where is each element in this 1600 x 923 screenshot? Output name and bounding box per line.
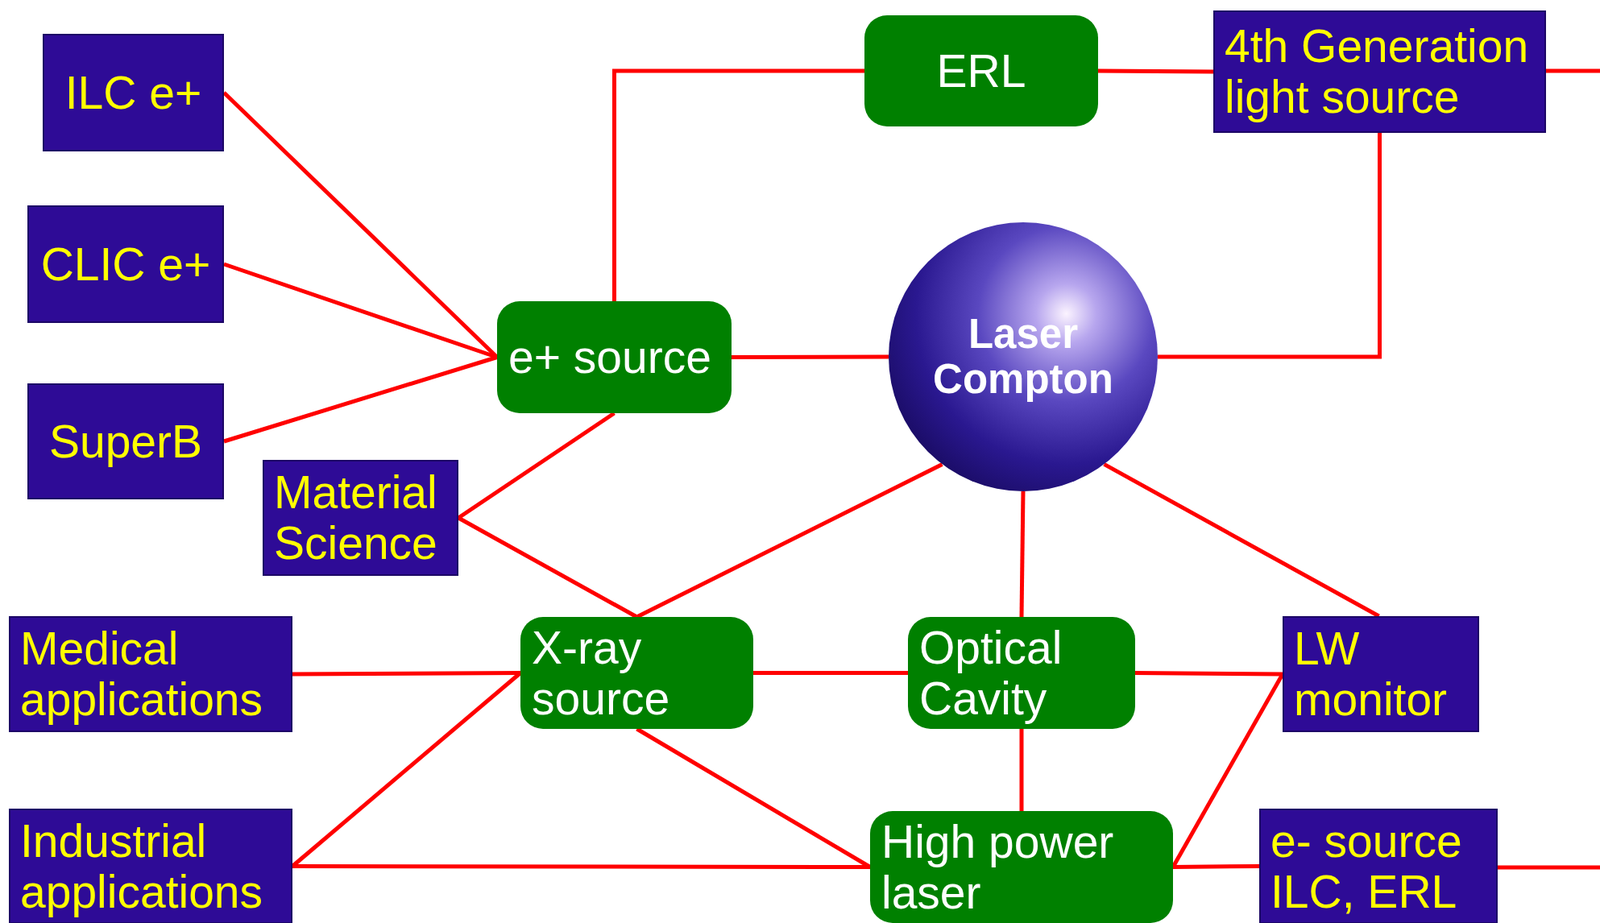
connector-line	[223, 264, 498, 358]
connector-line	[614, 70, 866, 302]
node-text: ILC e+	[65, 67, 203, 119]
text-wrap: e- source ILC, ERL	[1270, 816, 1487, 917]
text-wrap: e+ source	[508, 331, 712, 383]
connector-line	[731, 355, 889, 361]
process-box: Optical Cavity	[907, 617, 1136, 730]
text-wrap: 4th Generation light source	[1224, 20, 1535, 122]
connector-line	[458, 413, 615, 519]
process-box: X-ray source	[520, 617, 754, 730]
node-text: LW monitor	[1293, 623, 1468, 725]
connector-line	[1157, 132, 1381, 357]
label-box: SuperB	[27, 383, 224, 500]
node-text: Industrial applications	[20, 816, 282, 917]
connector-line	[223, 357, 498, 443]
core-sphere: Laser Compton	[888, 222, 1158, 492]
connector-line	[1104, 464, 1380, 617]
connector-line	[292, 673, 521, 867]
label-box: Material Science	[262, 460, 459, 577]
node-text: Laser Compton	[914, 311, 1132, 403]
connector-line	[1135, 673, 1283, 676]
connector-line	[458, 518, 638, 618]
text-wrap: Medical applications	[20, 623, 282, 725]
connector-line	[292, 866, 871, 868]
node-text: SuperB	[49, 416, 203, 468]
label-box: CLIC e+	[27, 205, 224, 324]
connector-line	[1021, 491, 1024, 618]
node-text: 4th Generation light source	[1224, 20, 1535, 122]
exit-line	[1482, 866, 1600, 871]
connector-line	[753, 671, 908, 676]
text-wrap: Optical Cavity	[919, 622, 1124, 724]
text-wrap: CLIC e+	[41, 239, 212, 291]
label-box: Medical applications	[8, 616, 293, 733]
node-text: ERL	[936, 45, 1027, 97]
text-wrap: SuperB	[49, 416, 203, 468]
connector-line	[1019, 729, 1024, 812]
node-text: Medical applications	[20, 623, 282, 725]
node-text: CLIC e+	[41, 239, 212, 291]
label-box: Industrial applications	[8, 808, 293, 923]
text-wrap: LW monitor	[1293, 623, 1468, 725]
connector-line	[637, 729, 871, 868]
connector-line	[1098, 70, 1214, 72]
label-box: 4th Generation light source	[1213, 10, 1547, 133]
text-wrap: Laser Compton	[914, 311, 1132, 403]
label-box: e- source ILC, ERL	[1259, 808, 1498, 923]
text-wrap: Industrial applications	[20, 816, 282, 917]
process-box: ERL	[864, 15, 1099, 127]
text-wrap: ERL	[936, 45, 1027, 97]
node-text: e- source ILC, ERL	[1270, 816, 1487, 917]
node-text: Material Science	[273, 467, 448, 568]
connector-line	[637, 464, 943, 618]
label-box: ILC e+	[42, 33, 224, 152]
process-box: e+ source	[497, 301, 732, 414]
text-wrap: X-ray source	[531, 622, 742, 724]
node-text: High power laser	[881, 816, 1162, 918]
text-wrap: High power laser	[881, 816, 1162, 918]
node-text: Optical Cavity	[919, 622, 1124, 724]
node-text: e+ source	[508, 331, 712, 383]
connector-line	[292, 673, 521, 676]
process-box: High power laser	[870, 811, 1174, 923]
label-box: LW monitor	[1282, 616, 1480, 733]
node-text: X-ray source	[531, 622, 742, 724]
text-wrap: ILC e+	[65, 67, 203, 119]
connector-line	[1173, 866, 1260, 868]
text-wrap: Material Science	[273, 467, 448, 568]
connector-line	[223, 92, 498, 358]
